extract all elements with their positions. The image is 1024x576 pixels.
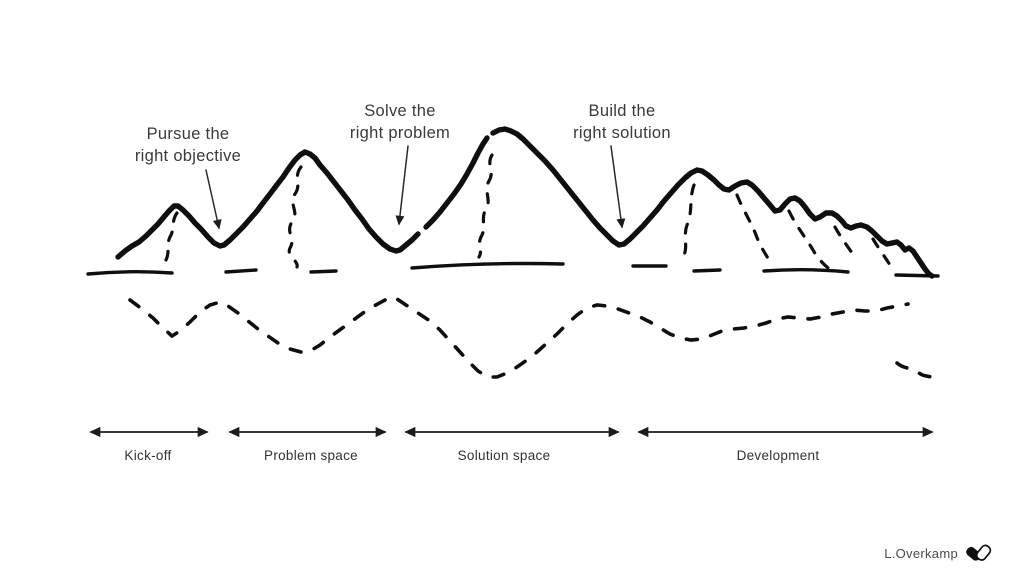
mountain-crevice-lines (164, 153, 892, 272)
author-credit: L.Overkamp (884, 540, 992, 566)
water-line (86, 261, 940, 278)
annotation-arrow-problem (395, 145, 409, 226)
phase-label-solution-space: Solution space (457, 448, 551, 463)
annotation-arrows (205, 145, 626, 230)
phase-label-kickoff: Kick-off (124, 448, 172, 463)
annotation-pursue-right-objective: Pursue the right objective (134, 125, 242, 165)
phase-label-problem-space: Problem space (264, 448, 358, 463)
credit-name: L.Overkamp (884, 545, 958, 561)
annotation-arrow-objective (205, 169, 222, 230)
annotation-arrow-solution (610, 145, 626, 229)
mountain-ridge-outline (115, 126, 935, 279)
mountain-reflection (128, 295, 938, 381)
annotation-solve-right-problem: Solve the right problem (349, 102, 451, 142)
heart-logo-icon (966, 544, 992, 561)
phase-label-development: Development (736, 448, 820, 463)
annotation-build-right-solution: Build the right solution (573, 102, 671, 142)
